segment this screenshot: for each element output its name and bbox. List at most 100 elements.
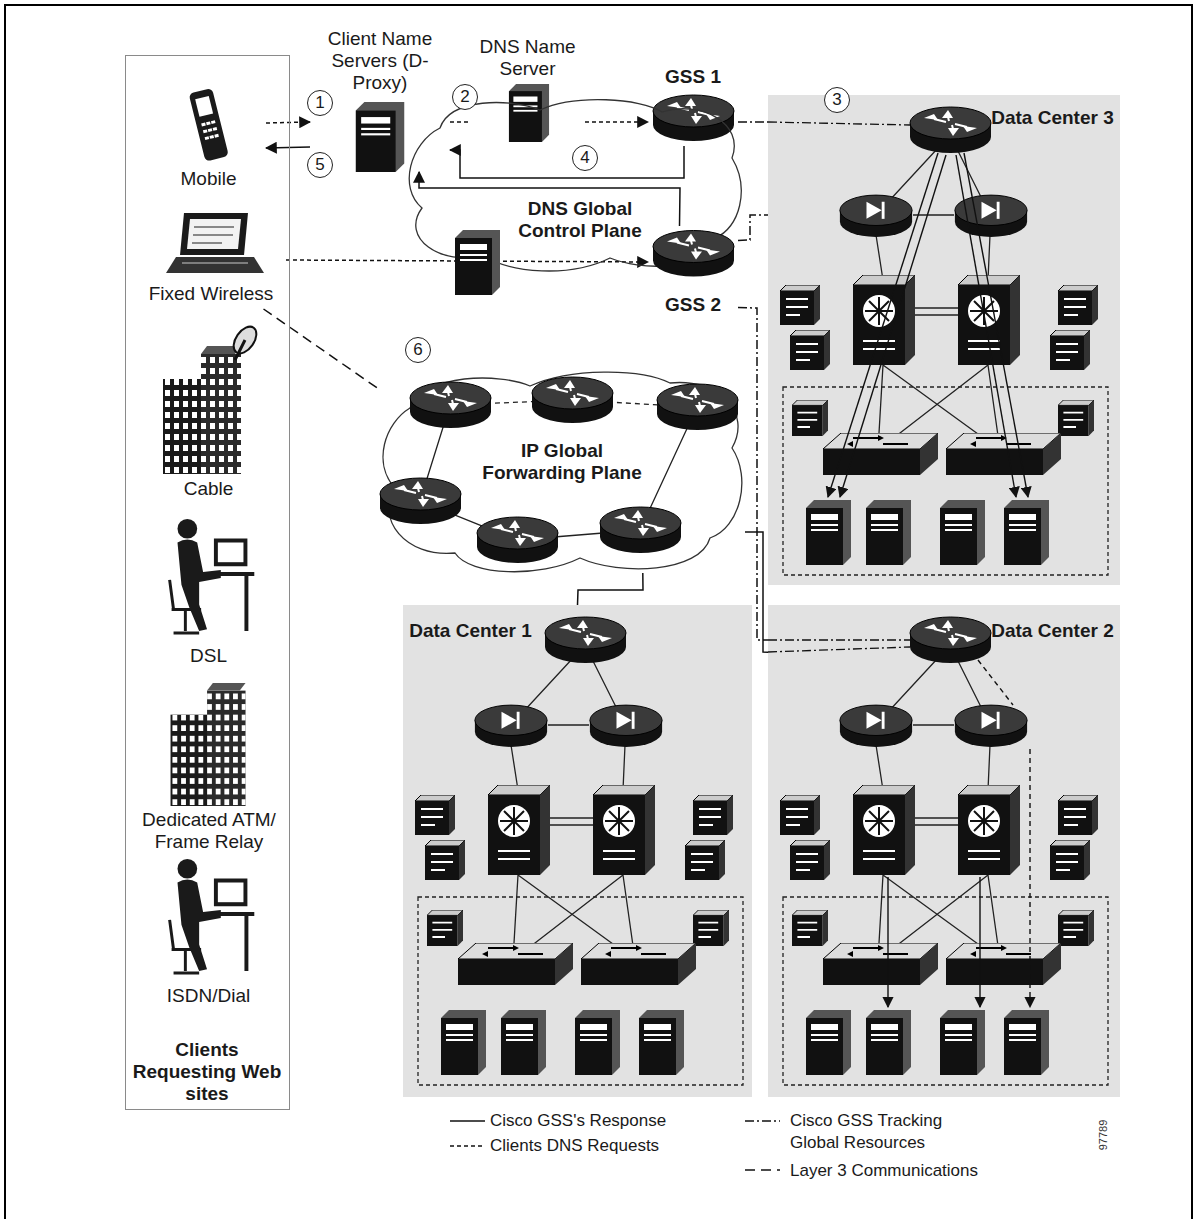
graphic-use — [509, 84, 549, 142]
graphic-use — [657, 384, 738, 430]
connector — [738, 215, 768, 240]
callout-number: 4 — [573, 146, 597, 169]
graphic-use — [410, 382, 491, 428]
graphic-line — [840, 155, 946, 497]
graphic-rect — [189, 88, 229, 162]
client-icon: Cable — [141, 326, 276, 506]
connector — [450, 121, 470, 123]
graphic-g — [888, 660, 1030, 1007]
graphic-line — [964, 153, 1028, 497]
graphic-use — [532, 377, 613, 423]
graphic-rect — [209, 135, 214, 139]
graphic-path — [768, 122, 910, 125]
graphic-line — [956, 155, 1016, 497]
graphic-use — [600, 507, 681, 553]
graphic-use — [356, 102, 404, 172]
node-label: Data Center 3 — [990, 107, 1115, 129]
callout-circle: 5 — [307, 152, 333, 178]
graphic-path — [768, 640, 910, 652]
graphic-use — [171, 683, 246, 806]
graphic-path — [383, 372, 742, 572]
gss-router: GSS 2 — [648, 226, 738, 322]
connector — [266, 147, 310, 148]
graphic-path — [5, 5, 1192, 1219]
node-label: Mobile — [151, 168, 266, 190]
node-label: DSL — [141, 645, 276, 667]
client-panel: Clients Requesting Web sites MobileFixed … — [125, 55, 290, 1110]
legend-entry: Clients DNS Requests — [490, 1135, 730, 1157]
callout-circle: 4 — [572, 145, 598, 171]
callout-number: 5 — [308, 153, 332, 176]
legend-entry: Cisco GSS's Response — [490, 1110, 730, 1132]
graphic-use — [780, 107, 1108, 575]
graphic-use — [455, 230, 500, 295]
connector — [450, 146, 684, 178]
connector — [264, 309, 381, 390]
connector — [738, 121, 768, 123]
callout-circle: 2 — [452, 84, 478, 110]
graphic-rect — [195, 96, 213, 117]
connector — [585, 121, 648, 123]
callout-number: 3 — [825, 88, 849, 111]
graphic-line — [828, 153, 938, 497]
data-center-equipment — [403, 605, 752, 1097]
callout-number: 6 — [406, 338, 430, 361]
graphic-path — [182, 262, 248, 264]
node-label: DNS Global Control Plane — [505, 198, 655, 242]
node-label: Data Center 2 — [990, 620, 1115, 642]
graphic-rect — [205, 136, 210, 140]
graphic-path — [745, 1120, 780, 1122]
node-label: GSS 1 — [648, 66, 738, 88]
connector — [266, 122, 310, 123]
data-center: Data Center 3 — [768, 95, 1120, 585]
client-icon: Fixed Wireless — [136, 211, 286, 309]
callout-number: 2 — [453, 85, 477, 108]
legend-text: Clients DNS Requests — [490, 1135, 730, 1157]
graphic-rect — [201, 123, 206, 127]
graphic-use — [780, 617, 1108, 1085]
graphic-g — [201, 120, 219, 140]
node-label: IP Global Forwarding Plane — [472, 440, 652, 484]
cloud: IP Global Forwarding Plane — [380, 368, 745, 573]
atm-building-icon — [129, 681, 289, 857]
graphic-rect — [206, 121, 211, 125]
graphic-use — [653, 231, 734, 277]
node-label: Clients Requesting Web sites — [126, 1039, 288, 1105]
callout-circle: 3 — [824, 87, 850, 113]
graphic-g — [229, 323, 261, 360]
graphic-use — [653, 95, 734, 141]
graphic-path — [450, 1145, 485, 1147]
graphic-path — [187, 219, 241, 249]
node-label: ISDN/Dial — [141, 985, 276, 1007]
graphic-use — [415, 617, 743, 1085]
graphic-line — [978, 660, 1013, 705]
client-icon: Dedicated ATM/ Frame Relay — [129, 681, 289, 857]
graphic-rect — [213, 127, 218, 131]
node-label: Dedicated ATM/ Frame Relay — [129, 809, 289, 853]
graphic-rect — [208, 128, 213, 132]
data-center-equipment — [768, 95, 1120, 585]
figure-number: 97789 — [1097, 1120, 1109, 1151]
graphic-path — [192, 227, 234, 243]
graphic-line — [1029, 749, 1030, 1007]
callout-circle: 1 — [307, 90, 333, 116]
graphic-path — [745, 1169, 780, 1171]
client-icon: ISDN/Dial — [141, 851, 276, 1011]
data-center: Data Center 1 — [403, 605, 752, 1097]
graphic-use — [380, 478, 461, 524]
graphic-path — [180, 213, 248, 255]
graphic-rect — [203, 129, 208, 133]
figure-id: 97789 — [1093, 1105, 1109, 1165]
callout-circle: 6 — [405, 337, 431, 363]
graphic-line — [887, 877, 888, 1007]
graphic-rect — [214, 134, 219, 138]
node-label: Fixed Wireless — [136, 283, 286, 305]
graphic-use — [170, 859, 255, 973]
legend-text: Layer 3 Communications — [790, 1160, 1030, 1182]
legend-text: Cisco GSS's Response — [490, 1110, 730, 1132]
graphic-g — [189, 88, 229, 162]
graphic-use — [170, 519, 255, 633]
graphic-g — [828, 153, 1028, 497]
client-icon: DSL — [141, 511, 276, 671]
